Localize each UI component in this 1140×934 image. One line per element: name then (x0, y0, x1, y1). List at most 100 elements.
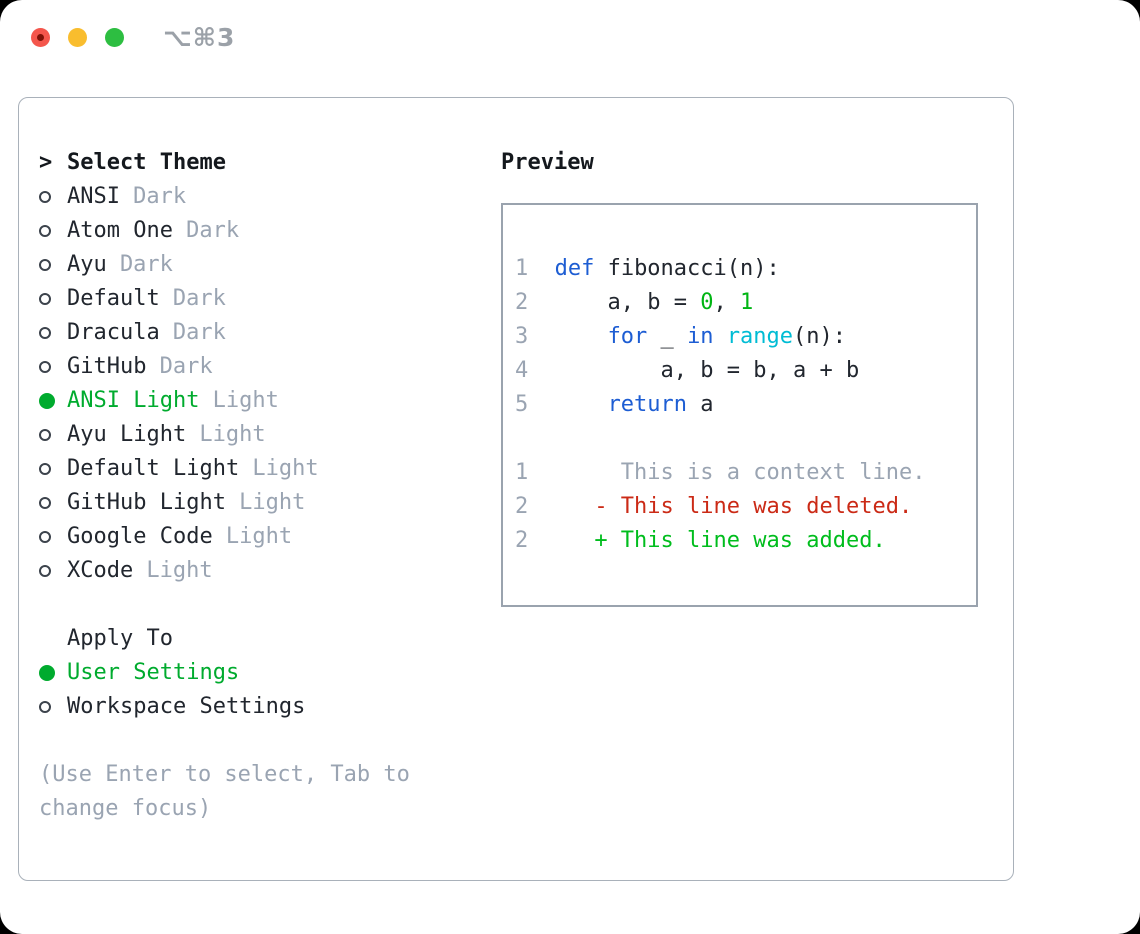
radio-cell (39, 463, 67, 475)
option-label: Workspace Settings (67, 694, 306, 719)
radio-selected-icon (39, 393, 55, 409)
radio-cell (39, 665, 67, 681)
code-token-fg: _ (647, 324, 688, 349)
line-number: 2 (515, 494, 529, 519)
spacer (39, 588, 469, 622)
theme-option[interactable]: Default Dark (39, 282, 469, 316)
theme-name: Default (67, 286, 160, 311)
code-token-builtin: range (726, 324, 794, 349)
line-number: 1 (515, 256, 529, 281)
code-line: 5 return a (515, 388, 976, 422)
theme-name: Atom One (67, 218, 173, 243)
radio-selected-icon (39, 665, 55, 681)
theme-variant-label: Dark (119, 252, 173, 277)
code-token-fg (555, 320, 608, 354)
line-number: 1 (515, 460, 529, 485)
theme-name: XCode (67, 558, 134, 583)
spacer (39, 724, 469, 758)
code-token-kw: in (687, 324, 714, 349)
line-number: 3 (515, 324, 529, 349)
radio-cell (39, 327, 67, 339)
theme-name: ANSI Light (67, 388, 200, 413)
apply-to-option[interactable]: Workspace Settings (39, 690, 469, 724)
radio-cell (39, 191, 67, 203)
apply-to-title: Apply To (67, 626, 173, 651)
cursor-prompt-icon: > (39, 150, 53, 175)
theme-variant-label: Dark (159, 354, 213, 379)
radio-icon (39, 225, 51, 237)
theme-name: Ayu Light (67, 422, 187, 447)
window-title: ⌥⌘3 (163, 23, 236, 52)
theme-option[interactable]: GitHub Light Light (39, 486, 469, 520)
code-token-fg: a, b = b, a + b (554, 358, 860, 383)
select-theme-title: Select Theme (67, 150, 226, 175)
code-line: 2 a, b = 0, 1 (515, 286, 976, 320)
apply-to-option[interactable]: User Settings (39, 656, 469, 690)
code-token-kw: for (607, 324, 648, 349)
code-token-fg: , (713, 290, 741, 315)
code-line: 4 a, b = b, a + b (515, 354, 976, 388)
theme-name: Dracula (67, 320, 160, 345)
theme-variant-label: Dark (172, 286, 226, 311)
radio-cell (39, 393, 67, 409)
close-button[interactable] (31, 28, 50, 47)
radio-cell (39, 361, 67, 373)
theme-option[interactable]: Atom One Dark (39, 214, 469, 248)
radio-icon (39, 497, 51, 509)
radio-cell (39, 531, 67, 543)
code-token-add: + This line was added. (554, 528, 886, 553)
code-token-fg (555, 388, 608, 422)
option-label: User Settings (67, 660, 240, 685)
radio-icon (39, 429, 51, 441)
radio-icon (39, 463, 51, 475)
hint-text: (Use Enter to select, Tab to change focu… (39, 762, 410, 821)
theme-option[interactable]: ANSI Light Light (39, 384, 469, 418)
radio-cell (39, 701, 67, 713)
radio-icon (39, 565, 51, 577)
code-line: 2 - This line was deleted. (515, 490, 976, 524)
theme-variant-label: Dark (186, 218, 240, 243)
theme-name: GitHub Light (67, 490, 226, 515)
code-line: 1 This is a context line. (515, 456, 976, 490)
code-token-kw: return (607, 392, 688, 417)
radio-cell (39, 429, 67, 441)
theme-variant-label: Light (239, 490, 306, 515)
code-line (515, 422, 976, 456)
theme-option[interactable]: Dracula Dark (39, 316, 469, 350)
select-theme-header: > Select Theme (39, 146, 469, 180)
code-token-ctx: This is a context line. (554, 460, 926, 485)
minimize-button[interactable] (68, 28, 87, 47)
line-number: 2 (515, 290, 529, 315)
preview-title: Preview (501, 150, 594, 175)
code-line: 2 + This line was added. (515, 524, 976, 558)
theme-variant-label: Dark (172, 320, 226, 345)
radio-icon (39, 293, 51, 305)
code-token-num: 0 (700, 290, 714, 315)
radio-cell (39, 259, 67, 271)
code-token-fg: a, b = (554, 290, 701, 315)
radio-icon (39, 327, 51, 339)
theme-variant-label: Dark (133, 184, 187, 209)
theme-variant-label: Light (212, 388, 279, 413)
maximize-button[interactable] (105, 28, 124, 47)
radio-icon (39, 361, 51, 373)
radio-cell (39, 565, 67, 577)
code-token-fg: fibonacci(n): (594, 256, 780, 281)
theme-name: Google Code (67, 524, 213, 549)
radio-icon (39, 259, 51, 271)
code-token-fg: (n): (793, 324, 847, 349)
